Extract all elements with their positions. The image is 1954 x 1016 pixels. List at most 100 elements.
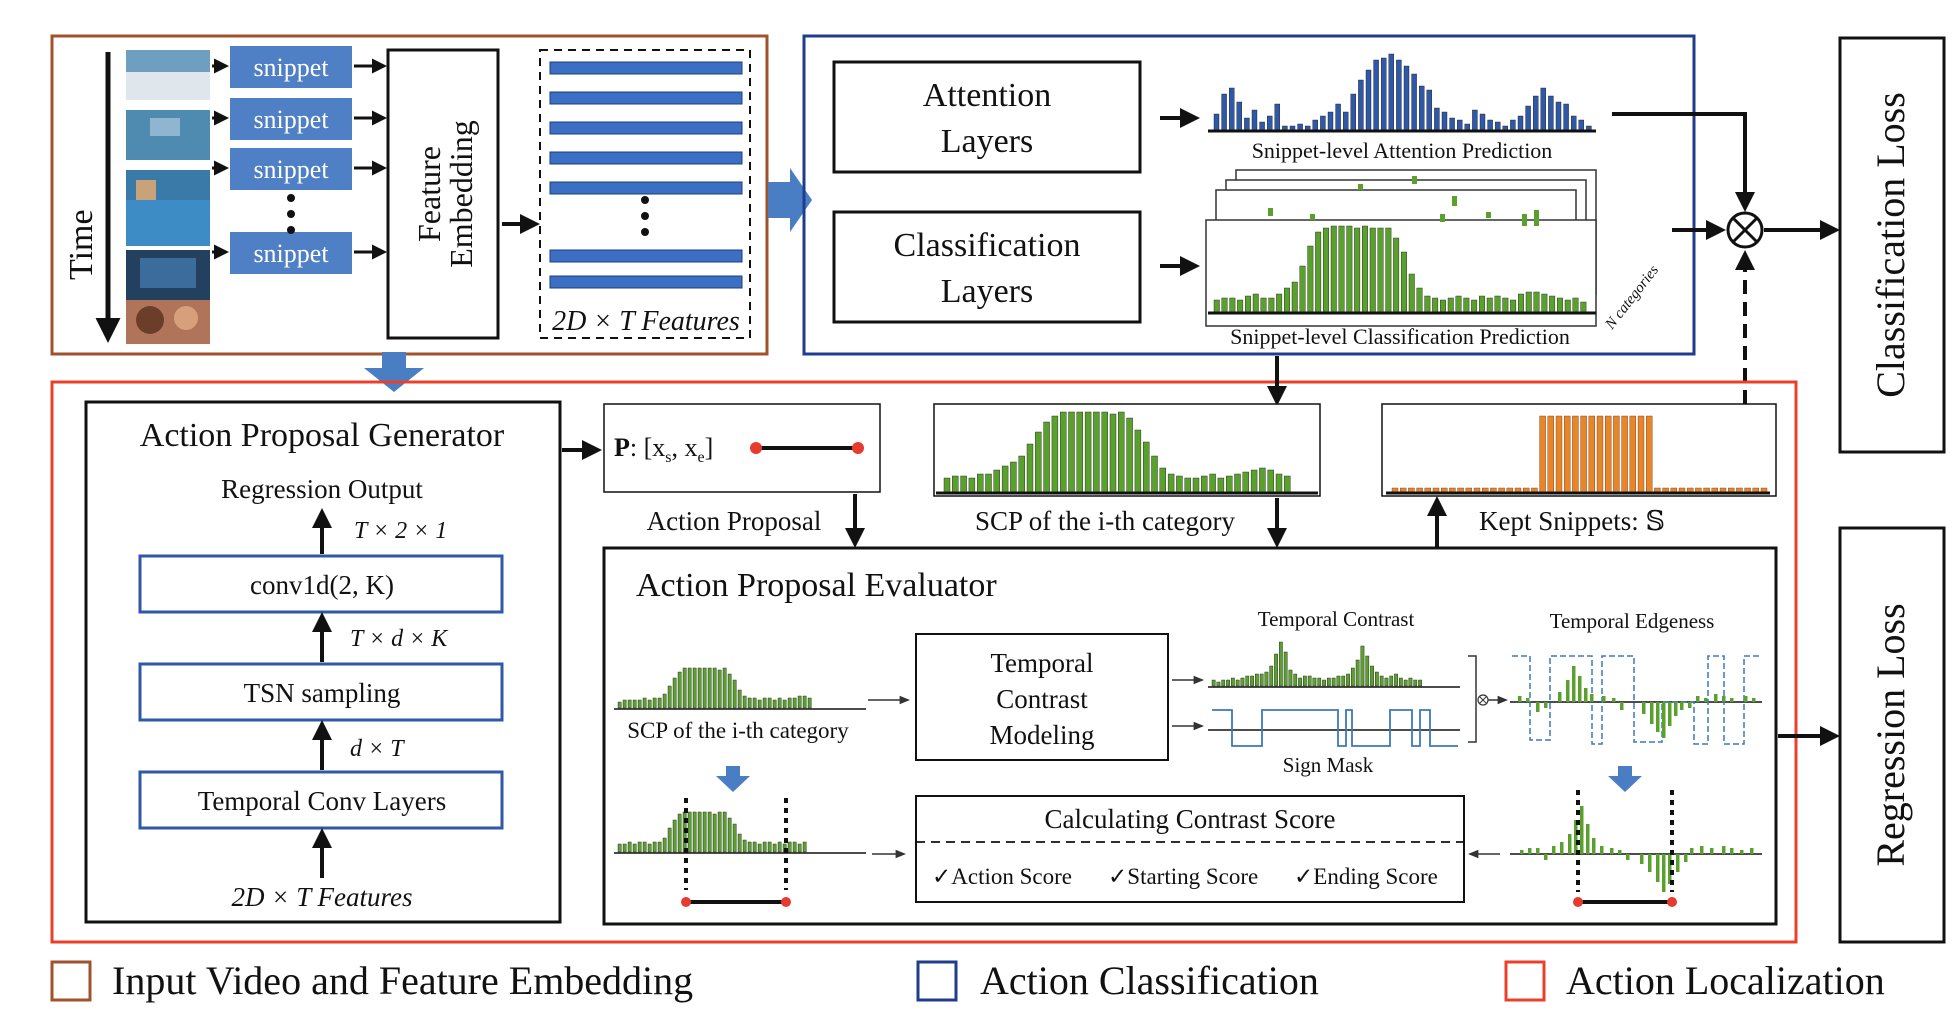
- kept-bar: [1621, 415, 1628, 493]
- edgeness-bar: [1558, 692, 1562, 702]
- evaluator-scp-bar: [632, 699, 637, 709]
- cropped-edgeness-bar: [1690, 848, 1694, 854]
- classification-bar: [1580, 301, 1587, 313]
- classification-bar: [1556, 297, 1563, 313]
- edgeness-bar: [1752, 698, 1756, 702]
- kept-bar: [1473, 487, 1481, 493]
- edgeness-bar: [1744, 696, 1748, 702]
- evaluator-scp-bar: [642, 697, 647, 709]
- kept-bar: [1547, 415, 1555, 493]
- classification-bar: [1572, 297, 1579, 313]
- cropped-scp-bar: [692, 811, 697, 853]
- scp-bar: [1209, 473, 1216, 493]
- kept-bar: [1613, 415, 1620, 493]
- classification-bar: [1455, 295, 1462, 313]
- evaluator-scp-bar: [667, 685, 672, 709]
- attention-bar: [1525, 105, 1531, 131]
- attention-bar: [1586, 125, 1592, 131]
- edgeness-bar: [1590, 694, 1594, 702]
- classification-bar: [1510, 299, 1517, 313]
- classification-section-frame: [802, 34, 1696, 356]
- temporal-contrast-bar: [1379, 675, 1384, 687]
- ending-score-label: ✓Ending Score: [1294, 864, 1438, 889]
- attention-bar: [1479, 113, 1486, 131]
- cropped-scp-bar: [777, 841, 782, 853]
- classification-bar: [1354, 227, 1361, 313]
- cropped-edgeness-bar: [1586, 824, 1590, 854]
- cropped-scp-bar: [722, 811, 727, 853]
- attention-to-multiply-arrow: [1612, 112, 1755, 212]
- back-panel-bar: [1534, 210, 1539, 226]
- feature-embedding-box: [386, 48, 500, 340]
- cropped-edgeness-bar: [1648, 854, 1652, 872]
- snippet-label: snippet: [253, 239, 329, 268]
- kept-bar: [1391, 487, 1399, 493]
- scp-bar: [1093, 411, 1100, 493]
- scp-bar: [1001, 465, 1009, 493]
- classification-bar: [1299, 265, 1306, 313]
- classification-bar: [1393, 237, 1400, 313]
- cropped-edgeness-bar: [1560, 842, 1564, 854]
- attention-bar: [1304, 125, 1311, 131]
- evaluator-scp-bar: [797, 695, 802, 709]
- cropped-scp-bar: [702, 811, 707, 853]
- attention-bar: [1274, 103, 1281, 131]
- kept-bar: [1572, 415, 1579, 493]
- scp-bar: [985, 473, 992, 493]
- attention-bar: [1449, 117, 1455, 131]
- scp-bar: [1217, 477, 1225, 493]
- back-panel-bar: [1268, 208, 1273, 216]
- attention-layers-line1: Attention: [923, 77, 1051, 114]
- kept-bar: [1408, 487, 1415, 493]
- edgeness-bar: [1650, 702, 1654, 724]
- temporal-contrast-bar: [1298, 677, 1302, 687]
- classification-bar: [1377, 227, 1384, 313]
- cropped-edgeness-bar: [1544, 854, 1548, 860]
- scp-bar: [1142, 441, 1150, 493]
- kept-bar: [1465, 487, 1473, 493]
- temporal-contrast-bar: [1274, 653, 1278, 687]
- edgeness-bar: [1566, 680, 1570, 702]
- evaluator-scp-chart: [614, 667, 866, 710]
- feature-bar: [549, 249, 743, 263]
- kept-bar: [1727, 487, 1735, 493]
- kept-bar: [1399, 487, 1407, 493]
- scp-bar: [1151, 455, 1158, 493]
- kept-bar: [1645, 415, 1653, 493]
- conv1d-box: [138, 554, 504, 614]
- evaluator-scp-bar: [692, 667, 697, 709]
- scp-bar: [960, 475, 967, 493]
- sign-mask-line: [1212, 709, 1458, 747]
- cropped-scp-bar: [717, 811, 722, 853]
- temporal-contrast-bar: [1326, 677, 1331, 687]
- temporal-contrast-bar: [1264, 671, 1269, 687]
- kept-bar: [1662, 487, 1669, 493]
- cropped-edgeness-bar: [1528, 848, 1532, 854]
- scp-bar: [1176, 475, 1183, 493]
- attention-bar: [1464, 123, 1471, 131]
- cropped-edgeness-bar: [1520, 850, 1524, 854]
- scp-bar: [1101, 411, 1108, 493]
- cropped-scp-bar: [802, 841, 807, 853]
- classification-bar: [1361, 225, 1368, 313]
- kept-bar: [1596, 415, 1604, 493]
- feature-bar: [549, 181, 743, 195]
- back-panel-bar: [1452, 196, 1457, 206]
- proposal-start-point: [750, 442, 762, 454]
- classification-layers-line2: Layers: [941, 273, 1034, 310]
- kept-bar: [1752, 487, 1760, 493]
- kept-bar: [1629, 415, 1637, 493]
- evaluator-scp-bar: [697, 667, 702, 709]
- classification-bar: [1517, 293, 1524, 313]
- snippet-box: [230, 232, 352, 274]
- attention-bar: [1236, 101, 1243, 131]
- temporal-contrast-bar: [1302, 675, 1307, 687]
- kept-bar: [1654, 487, 1661, 493]
- classification-bar: [1408, 273, 1415, 313]
- scp-bar: [1068, 411, 1075, 493]
- cropped-scp-bar: [757, 843, 762, 853]
- classification-bar: [1564, 299, 1571, 313]
- edgeness-bar: [1714, 694, 1718, 702]
- temporal-contrast-bar: [1413, 679, 1418, 687]
- tcm-line1: Temporal: [990, 648, 1093, 678]
